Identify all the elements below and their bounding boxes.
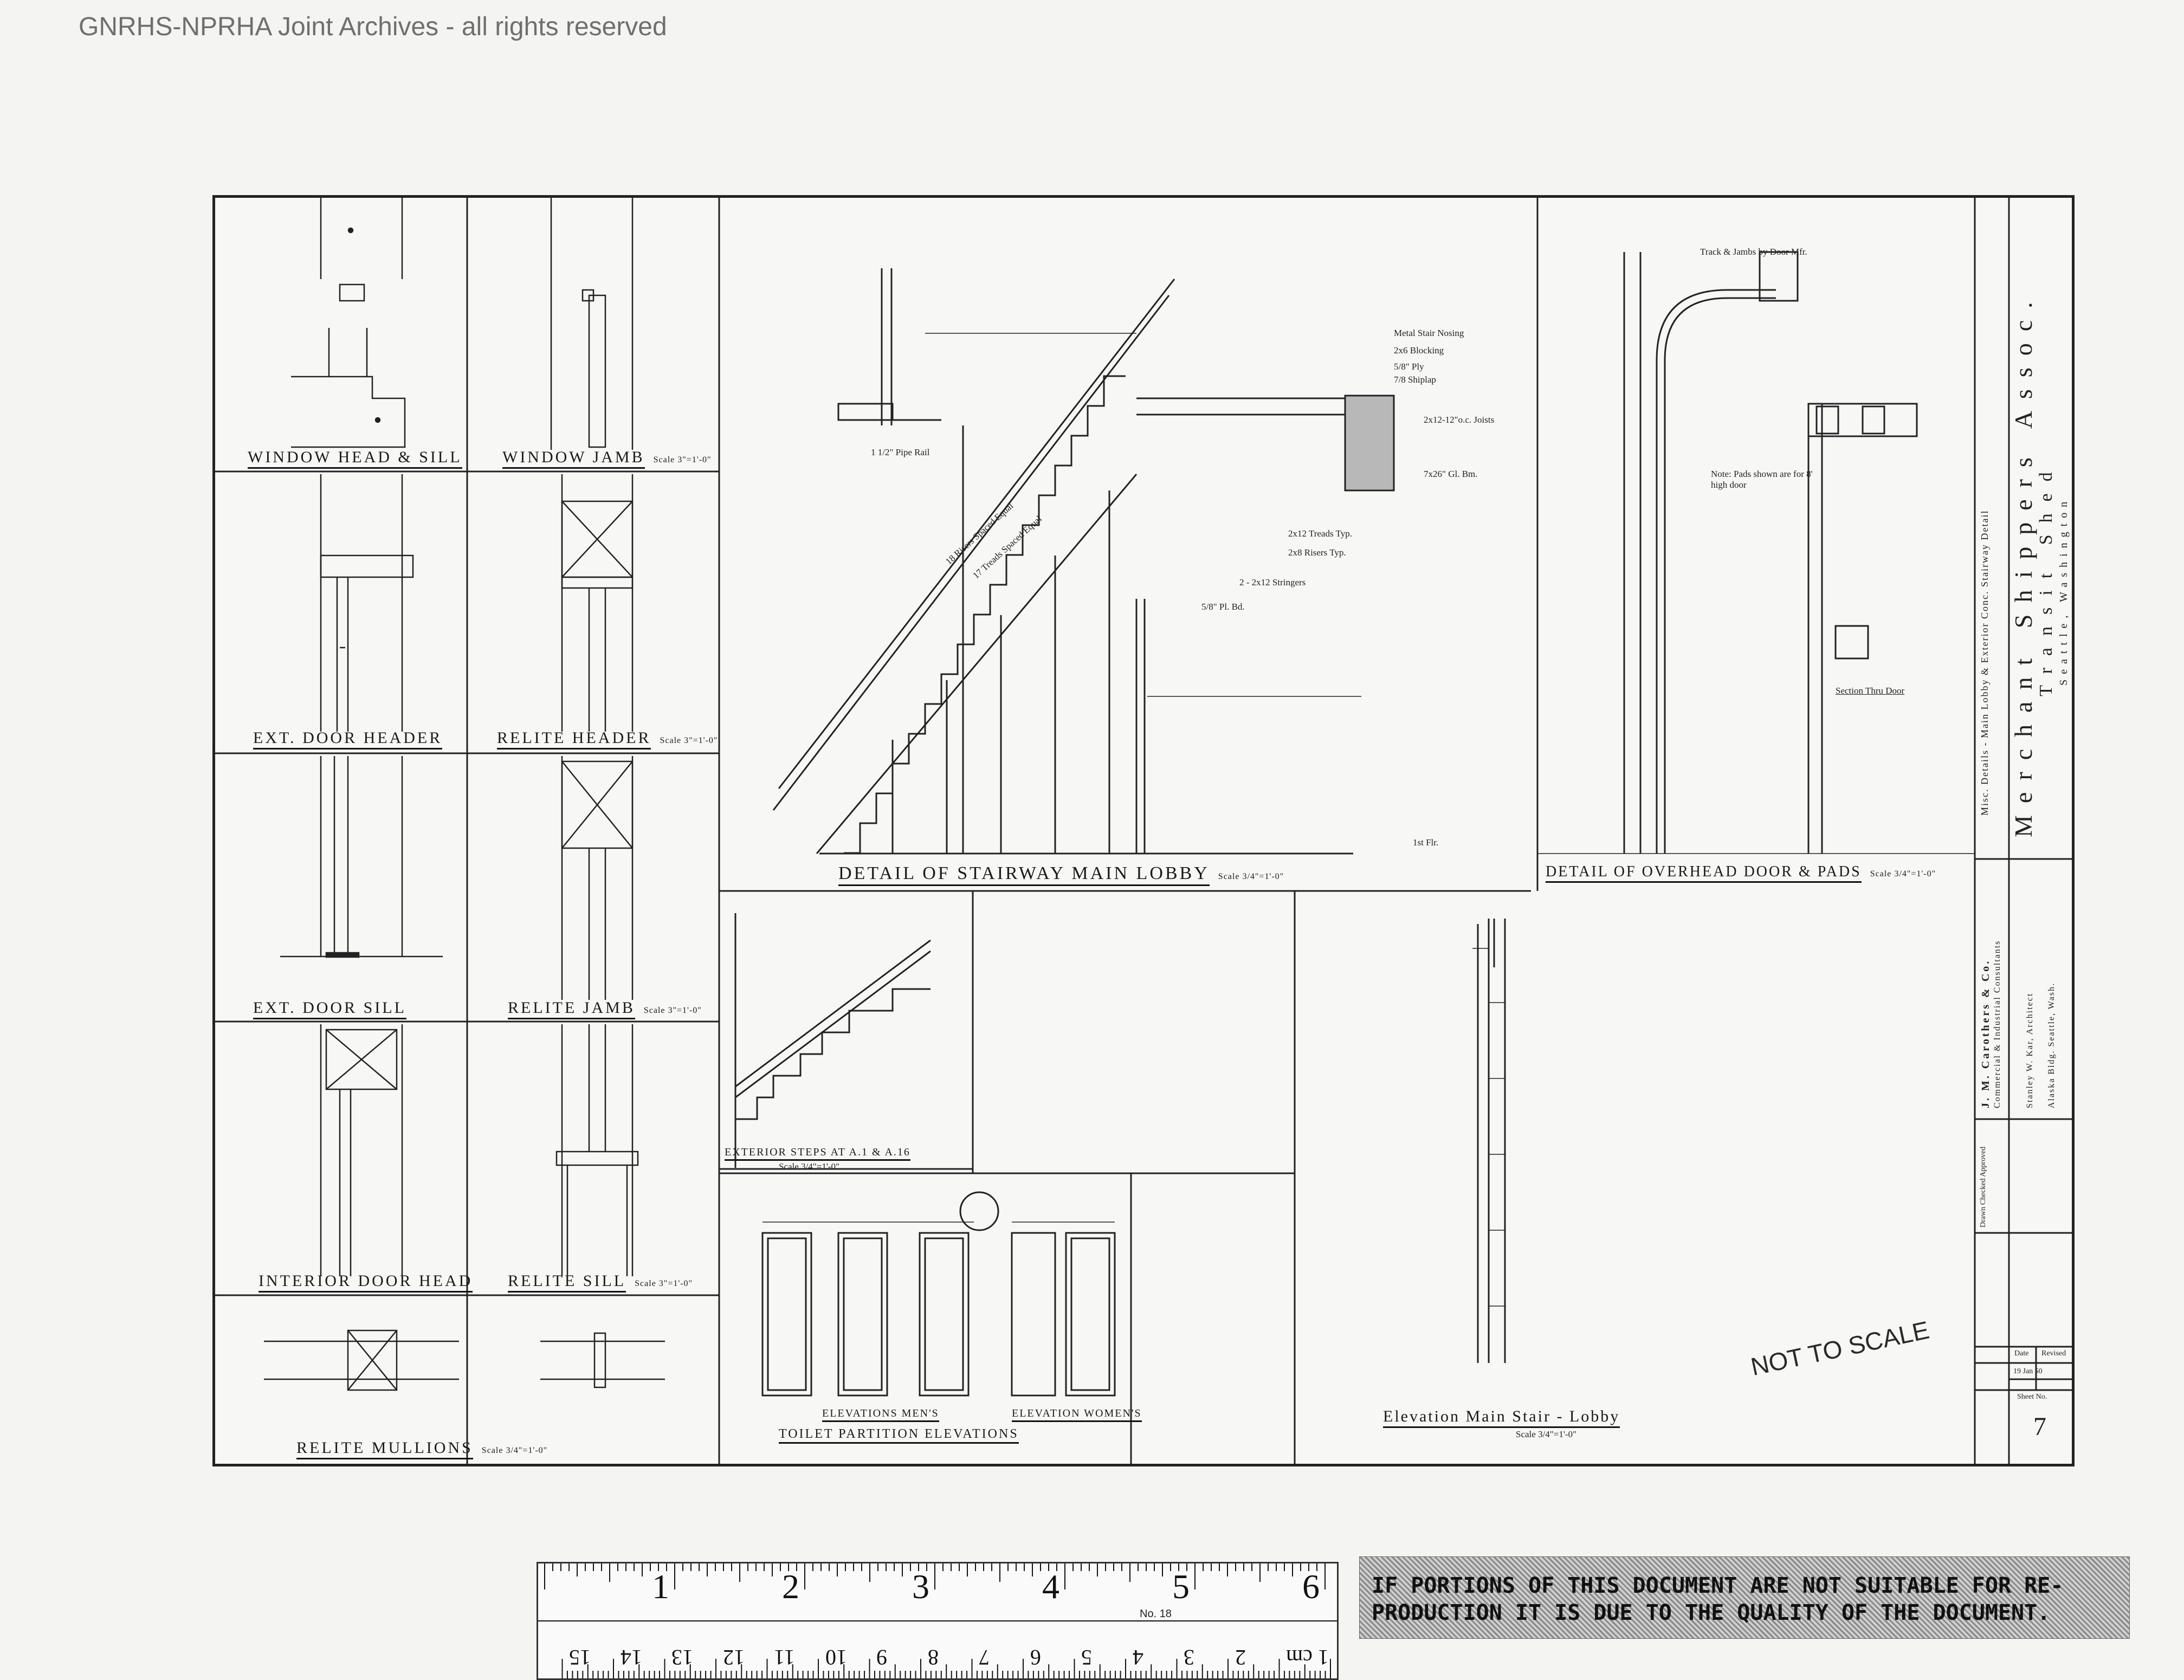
note-section-thru-door: Section Thru Door xyxy=(1836,686,1905,696)
ruler-cm-label: 7 xyxy=(979,1645,990,1670)
ruler-cm-label: 5 xyxy=(1081,1645,1092,1670)
archive-watermark: GNRHS-NPRHA Joint Archives - all rights … xyxy=(79,12,667,41)
label-relite-jamb: Relite JambScale 3"=1'-0" xyxy=(508,999,702,1019)
ruler-cm-label: 13 xyxy=(671,1645,693,1670)
label-overhead-door-detail: Detail of Overhead Door & PadsScale 3/4"… xyxy=(1546,863,1936,883)
label-ext-door-sill: Ext. Door Sill xyxy=(253,999,406,1019)
note-risers: 2x8 Risers Typ. xyxy=(1288,547,1346,558)
warning-line-2: PRODUCTION IT IS DUE TO THE QUALITY OF T… xyxy=(1372,1600,2051,1625)
label-interior-door-head: Interior Door Head xyxy=(259,1272,473,1293)
ruler-cm-label: 15 xyxy=(569,1645,591,1670)
title-date-label: Date xyxy=(2014,1349,2029,1358)
note-ply: 5/8" Ply xyxy=(1394,361,1424,372)
drawing-sheet: Window Head & Sill Window JambScale 3"=1… xyxy=(212,195,2075,1466)
ruler-model: No. 18 xyxy=(1140,1608,1172,1620)
title-sheet-title: Misc. Details - Main Lobby & Exterior Co… xyxy=(1979,509,1990,816)
reproduction-warning: IF PORTIONS OF THIS DOCUMENT ARE NOT SUI… xyxy=(1359,1556,2130,1639)
label-relite-mullions: Relite MullionsScale 3/4"=1'-0" xyxy=(296,1439,547,1459)
label-elevation-main-stair: Elevation Main Stair - Lobby xyxy=(1383,1407,1620,1428)
note-plbd: 5/8" Pl. Bd. xyxy=(1201,602,1245,612)
ruler-cm-label: 9 xyxy=(876,1645,887,1670)
note-shiplap: 7/8 Shiplap xyxy=(1394,374,1436,385)
drawing-linework xyxy=(215,198,2072,1464)
title-architect: Stanley W. Kar, Architect xyxy=(2025,992,2034,1108)
ruler-cm-label: 12 xyxy=(722,1645,745,1670)
ruler-inch-3: 3 xyxy=(912,1567,929,1606)
label-relite-header: Relite HeaderScale 3"=1'-0" xyxy=(497,729,718,749)
title-revised-label: Revised xyxy=(2041,1349,2066,1358)
ruler-cm-label: 8 xyxy=(927,1645,939,1670)
ruler-cm-label: 14 xyxy=(620,1645,642,1670)
ruler-inch-5: 5 xyxy=(1172,1567,1190,1606)
label-ext-door-header: Ext. Door Header xyxy=(253,729,443,749)
label-exterior-steps: Exterior Steps at A.1 & A.16 xyxy=(725,1146,910,1161)
ruler-cm-label: 6 xyxy=(1030,1645,1041,1670)
title-location: Seattle, Washington xyxy=(2058,496,2070,686)
label-window-head-sill: Window Head & Sill xyxy=(248,448,462,469)
note-track-jambs: Track & Jambs by Door Mfr. xyxy=(1700,247,1807,257)
label-window-jamb: Window JambScale 3"=1'-0" xyxy=(502,448,712,469)
ruler-cm-label: 11 xyxy=(774,1645,795,1670)
note-first-floor: 1st Flr. xyxy=(1413,837,1439,848)
ruler-cm-label: 4 xyxy=(1132,1645,1143,1670)
title-client: Merchant Shippers Assoc. xyxy=(2009,290,2037,837)
title-firm-sub: Commercial & Industrial Consultants xyxy=(1993,940,2002,1108)
title-date-value: 19 Jan 50 xyxy=(2013,1367,2043,1375)
label-elevations-mens: Elevations Men's xyxy=(822,1407,939,1422)
note-pads: Note: Pads shown are for 8' high door xyxy=(1711,469,1813,490)
label-elevation-womens: Elevation Women's xyxy=(1012,1407,1142,1422)
label-toilet-partition: Toilet Partition Elevations xyxy=(779,1427,1019,1444)
note-joists: 2x12-12"o.c. Joists xyxy=(1424,415,1495,425)
title-firm: J. M. Carothers & Co. xyxy=(1980,959,1992,1108)
warning-line-1: IF PORTIONS OF THIS DOCUMENT ARE NOT SUI… xyxy=(1372,1573,2064,1598)
title-address: Alaska Bldg. Seattle, Wash. xyxy=(2047,983,2056,1108)
note-gl-beam: 7x26" Gl. Bm. xyxy=(1424,469,1478,479)
note-blocking: 2x6 Blocking xyxy=(1394,345,1444,356)
ruler-inch-2: 2 xyxy=(782,1567,799,1606)
ruler-inch-1: 1 xyxy=(652,1567,669,1606)
ruler-cm-label: 2 xyxy=(1235,1645,1246,1670)
ruler-cm-label: 3 xyxy=(1184,1645,1194,1670)
ruler-inch-6: 6 xyxy=(1302,1567,1320,1606)
note-stringers: 2 - 2x12 Stringers xyxy=(1239,577,1306,587)
ruler-inch-4: 4 xyxy=(1042,1567,1059,1606)
scale-ruler: 1 2 3 4 5 6 No. 18 1 cm 2 3 4 5 6 7 8 9 10 11 12 13 1… xyxy=(537,1562,1339,1680)
label-exterior-steps-scale: Scale 3/4"=1'-0" xyxy=(779,1161,839,1172)
title-sheet-no-label: Sheet No. xyxy=(2017,1393,2047,1401)
label-elevation-main-stair-scale: Scale 3/4"=1'-0" xyxy=(1516,1429,1576,1439)
note-metal-stair-nosing: Metal Stair Nosing xyxy=(1394,328,1464,338)
title-drawn-checked: Drawn Checked Approved xyxy=(1979,1146,1987,1227)
note-treads: 2x12 Treads Typ. xyxy=(1288,528,1352,539)
ruler-cm-label: 1 cm xyxy=(1286,1645,1329,1670)
label-relite-sill: Relite SillScale 3"=1'-0" xyxy=(508,1272,693,1293)
title-sheet-no-value: 7 xyxy=(2033,1412,2046,1441)
ruler-ticks xyxy=(538,1563,1337,1678)
title-project: Transit Shed xyxy=(2036,460,2056,696)
note-pipe-rail: 1 1/2" Pipe Rail xyxy=(871,447,930,457)
ruler-cm-label: 10 xyxy=(825,1645,847,1670)
